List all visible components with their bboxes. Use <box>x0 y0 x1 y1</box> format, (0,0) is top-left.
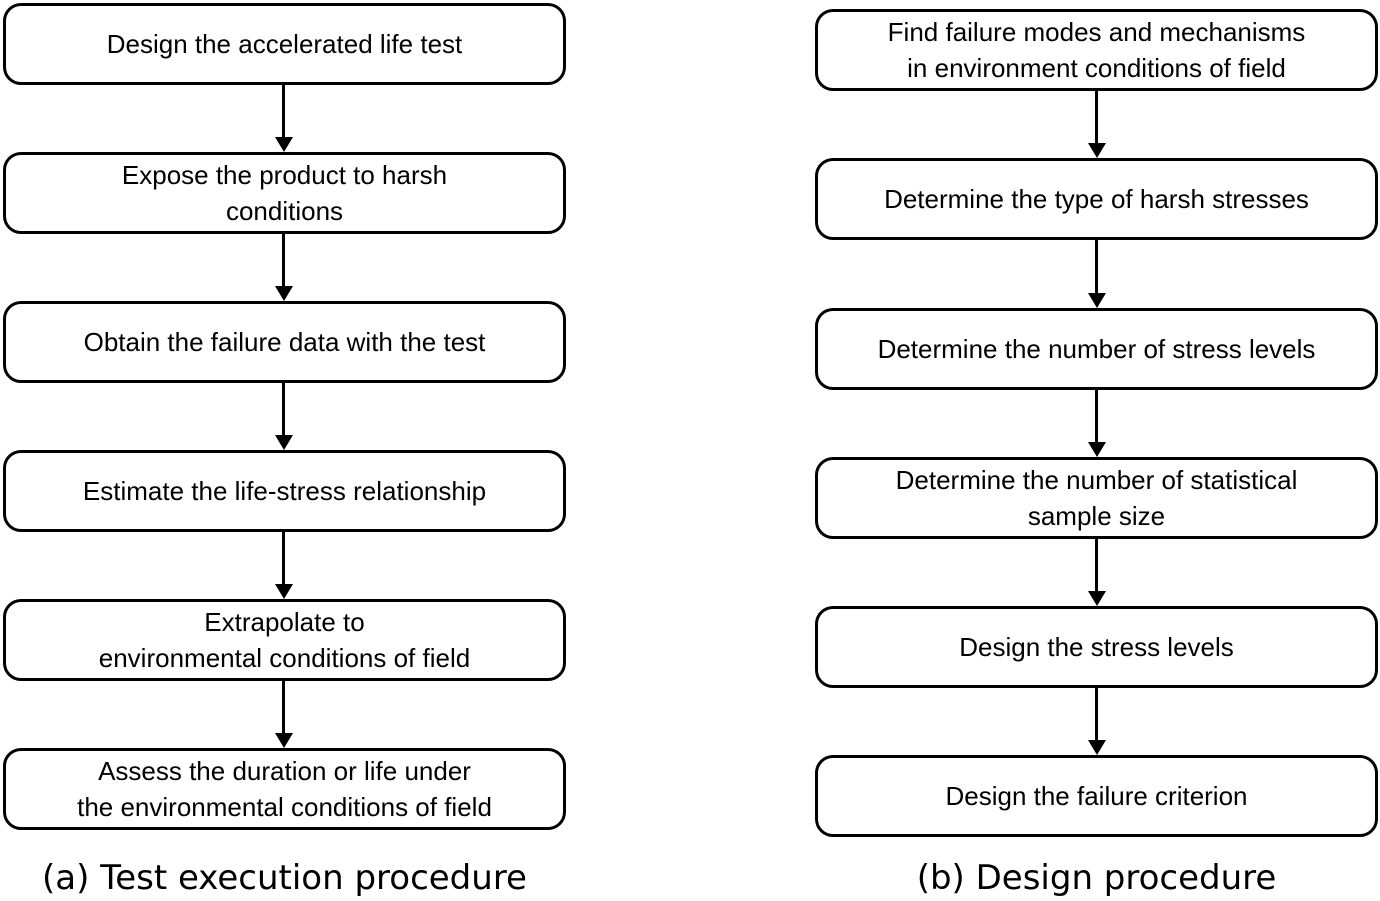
left-step-4: Estimate the life-stress relationship <box>3 450 566 532</box>
right-step-2-label: Determine the type of harsh stresses <box>884 184 1309 214</box>
right-step-4-label: Determine the number of statistical samp… <box>895 465 1298 531</box>
right-arrow-4 <box>1087 539 1107 606</box>
left-step-3-label: Obtain the failure data with the test <box>83 327 486 357</box>
left-step-3: Obtain the failure data with the test <box>3 301 566 383</box>
left-arrow-3 <box>274 383 294 450</box>
left-arrow-2 <box>274 234 294 301</box>
left-step-2: Expose the product to harsh conditions <box>3 152 566 234</box>
right-step-6: Design the failure criterion <box>815 755 1378 837</box>
left-step-1: Design the accelerated life test <box>3 3 566 85</box>
left-caption: (a) Test execution procedure <box>42 858 527 898</box>
right-step-5: Design the stress levels <box>815 606 1378 688</box>
right-caption: (b) Design procedure <box>916 858 1277 898</box>
left-step-6-label: Assess the duration or life under the en… <box>77 756 492 822</box>
left-arrow-5 <box>274 681 294 748</box>
right-step-1-label: Find failure modes and mechanisms in env… <box>887 17 1306 83</box>
right-step-3: Determine the number of stress levels <box>815 308 1378 390</box>
right-step-1: Find failure modes and mechanisms in env… <box>815 9 1378 91</box>
right-step-5-label: Design the stress levels <box>959 632 1234 662</box>
left-step-1-label: Design the accelerated life test <box>106 29 463 59</box>
right-arrow-2 <box>1087 240 1107 308</box>
right-arrow-5 <box>1087 688 1107 755</box>
left-step-4-label: Estimate the life-stress relationship <box>82 476 487 506</box>
right-step-4: Determine the number of statistical samp… <box>815 457 1378 539</box>
right-step-6-label: Design the failure criterion <box>945 781 1248 811</box>
left-step-5-label: Extrapolate to environmental conditions … <box>98 607 471 673</box>
right-arrow-1 <box>1087 91 1107 158</box>
left-step-6: Assess the duration or life under the en… <box>3 748 566 830</box>
right-step-3-label: Determine the number of stress levels <box>877 334 1316 364</box>
left-step-2-label: Expose the product to harsh conditions <box>121 160 448 226</box>
right-step-2: Determine the type of harsh stresses <box>815 158 1378 240</box>
left-step-5: Extrapolate to environmental conditions … <box>3 599 566 681</box>
left-arrow-1 <box>274 85 294 152</box>
left-arrow-4 <box>274 532 294 599</box>
right-arrow-3 <box>1087 390 1107 457</box>
